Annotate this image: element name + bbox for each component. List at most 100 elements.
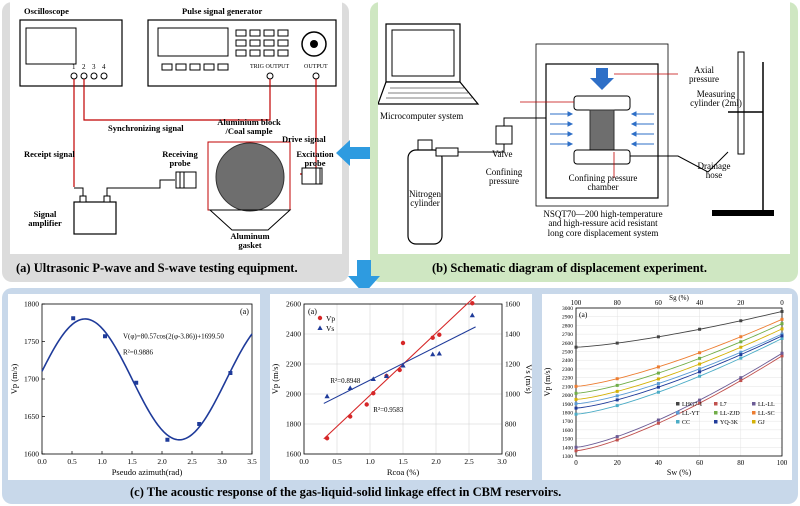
data-point <box>780 336 784 340</box>
data-point <box>739 350 743 354</box>
stand-base <box>712 210 774 216</box>
r-squared-vp: R²=0.9583 <box>373 406 403 414</box>
y-right-tick-label: 1400 <box>505 330 520 339</box>
signal-amplifier-box <box>73 201 117 235</box>
aluminium-block-label-line2: /Coal sample <box>225 125 273 136</box>
series-curve <box>575 328 783 400</box>
legend-label: CC <box>682 420 690 426</box>
y-tick-label: 1400 <box>562 445 573 451</box>
data-point <box>370 376 376 381</box>
panel-label: (a) <box>240 307 249 316</box>
data-point <box>364 402 369 407</box>
legend-label: GJ <box>758 420 765 426</box>
panel-b-diagram-area: Microcomputer system Valve Axial pressur… <box>378 2 790 254</box>
data-point <box>780 334 784 338</box>
channel-1-port <box>70 72 78 80</box>
data-point <box>656 335 660 339</box>
data-point <box>574 412 578 416</box>
data-point <box>430 335 435 340</box>
data-point <box>739 335 743 339</box>
system-description-label: NSQT70—200 high-temperature and high-res… <box>528 209 678 238</box>
axial-pressure-label-line2: pressure <box>689 74 719 85</box>
data-point <box>348 414 353 419</box>
data-point <box>739 345 743 349</box>
y-axis-label: Vp (m/s) <box>543 367 552 396</box>
channel-1-label: 1 <box>72 63 76 71</box>
legend-label: LHG7-1 <box>682 402 702 408</box>
legend-marker <box>714 420 718 424</box>
data-point <box>324 436 330 441</box>
valve-label: Valve <box>492 149 513 159</box>
series-curve <box>575 333 783 405</box>
data-point <box>656 385 660 389</box>
y-left-tick-label: 2200 <box>286 360 301 369</box>
data-point <box>656 390 660 394</box>
legend-marker <box>676 420 680 424</box>
receiving-probe-label-line2: probe <box>169 157 191 168</box>
data-point <box>436 350 442 356</box>
data-point <box>615 341 619 345</box>
y-axis-label: Vp (m/s) <box>9 364 19 395</box>
data-point <box>698 367 702 371</box>
x-tick-label: 100 <box>777 459 788 467</box>
trig-output-port <box>266 72 274 80</box>
receipt-signal-label: Receipt signal <box>24 149 75 159</box>
aluminum-gasket-label-line1: Aluminum <box>230 231 270 241</box>
confining-arrows-right <box>630 111 654 147</box>
y-left-tick-label: 2000 <box>286 390 301 399</box>
data-point <box>739 340 743 344</box>
chamber-label-line1: Confining pressure <box>568 173 638 183</box>
plot-frame <box>303 303 503 455</box>
aluminum-gasket-label-line2: gasket <box>238 239 262 250</box>
chamber-label-line2: chamber <box>587 182 619 193</box>
aluminum-gasket <box>208 209 292 231</box>
axial-pressure-label: Axial pressure <box>680 65 728 85</box>
r-squared-label: R²=0.9886 <box>123 348 153 356</box>
legend-label: YQ-3K <box>720 420 739 426</box>
receiving-probe-label-line1: Receiving <box>162 149 198 159</box>
aluminium-block-label-line1: Aluminium block <box>217 117 281 127</box>
data-point <box>698 398 702 402</box>
x-top-axis-label: Sg (%) <box>669 294 689 302</box>
data-point <box>739 379 743 383</box>
data-point <box>739 319 743 323</box>
measuring-cylinder-label-line2: cylinder (2ml) <box>690 98 742 109</box>
measuring-cylinder-icon <box>737 51 745 155</box>
series-curve <box>575 311 783 348</box>
confining-pressure-label-line2: pressure <box>489 176 519 187</box>
series-curve <box>575 335 783 409</box>
upper-platen <box>573 95 631 111</box>
legend-marker <box>317 315 323 321</box>
legend-label: LL-YT <box>682 411 700 417</box>
panel-b-displacement-schematic: Microcomputer system Valve Axial pressur… <box>370 2 798 282</box>
chart-velocity-vs-saturation: 1300140015001600170018001900200021002200… <box>543 294 788 477</box>
x-tick-label: 2.0 <box>431 457 441 466</box>
legend-marker <box>752 420 756 424</box>
panel-a-diagram-area: Oscilloscope Pulse signal generator 1 2 … <box>10 2 342 254</box>
legend-label: Vp <box>326 314 335 323</box>
y-right-tick-label: 1200 <box>505 360 520 369</box>
y-tick-label: 2300 <box>562 367 573 373</box>
chamber-label: Confining pressure chamber <box>558 173 648 193</box>
y-tick-label: 2000 <box>562 393 573 399</box>
channel-2-port <box>80 72 88 80</box>
y-tick-label: 1900 <box>562 402 573 408</box>
x-top-tick-label: 20 <box>737 299 745 307</box>
data-point <box>615 438 619 442</box>
system-frame <box>535 43 669 207</box>
data-point <box>615 404 619 408</box>
legend-marker <box>714 402 718 406</box>
y-tick-label: 1600 <box>562 428 573 434</box>
y-tick-label: 3000 <box>562 306 573 312</box>
fit-curve <box>41 318 253 441</box>
y-tick-label: 1650 <box>24 412 39 421</box>
x-tick-label: 2.5 <box>187 457 197 466</box>
data-point <box>574 384 578 388</box>
data-point <box>656 371 660 375</box>
legend-marker <box>317 325 323 330</box>
data-point <box>397 367 402 373</box>
y-tick-label: 1750 <box>24 337 39 346</box>
data-point <box>383 373 390 378</box>
x-tick-label: 1.0 <box>365 457 375 466</box>
fit-line <box>323 326 476 404</box>
